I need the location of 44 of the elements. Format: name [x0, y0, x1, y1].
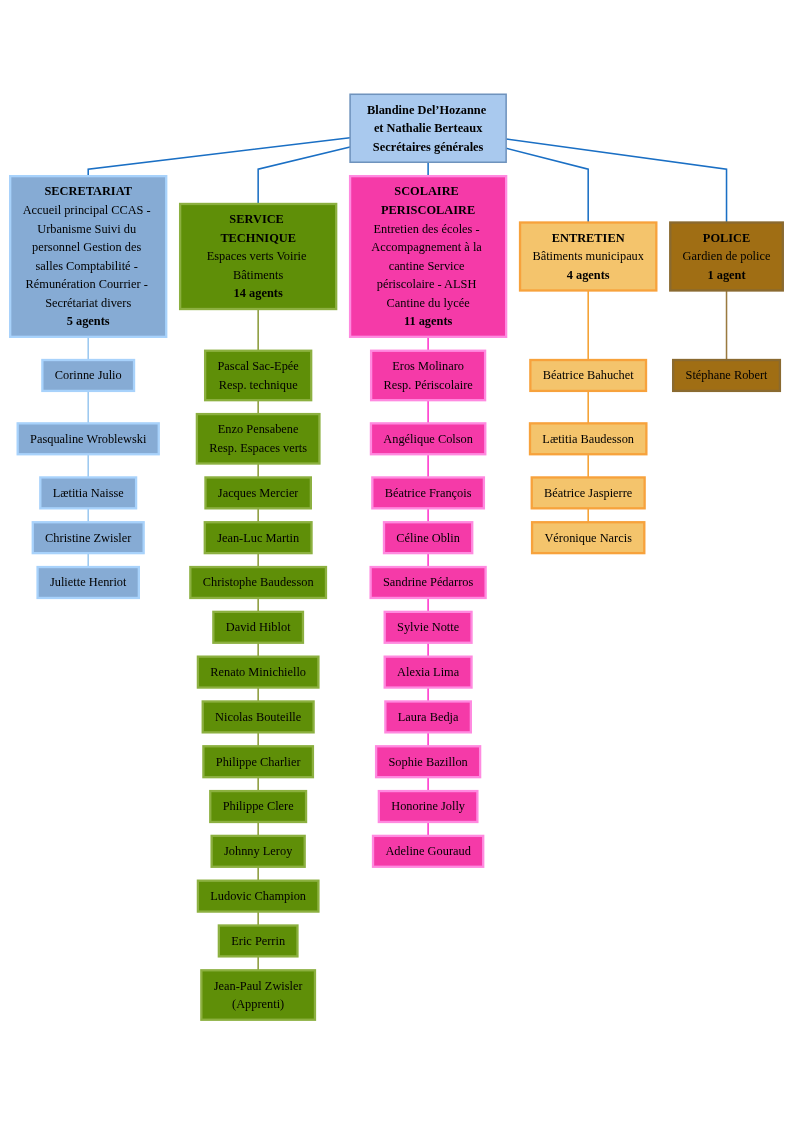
node-box: Stéphane Robert	[672, 358, 782, 393]
node-box: Jacques Mercier	[204, 476, 312, 510]
node-box: Nicolas Bouteille	[201, 700, 315, 734]
node-box: SECRETARIAT Accueil principal CCAS - Urbanisme Suivi du personnel Gestion des salles Comptabilité - Rémunération Courrier - Secrétariat divers 5 agents	[9, 175, 168, 338]
node-box: Eros Molinaro Resp. Périscolaire	[369, 349, 487, 402]
node-box: Juliette Henriot	[36, 565, 140, 600]
node-box: Béatrice François	[371, 476, 486, 510]
node-box: Sophie Bazillon	[374, 745, 482, 779]
connector	[87, 336, 89, 361]
connector	[427, 161, 429, 177]
node-box: SCOLAIRE PERISCOLAIRE Entretien des écoles - Accompagnement à la cantine Service périscolaire - ALSH Cantine du lycée 11 agents	[348, 175, 508, 338]
node-box: Angélique Colson	[369, 422, 487, 456]
node-box: SERVICE TECHNIQUE Espaces verts Voirie Bâtiments 14 agents	[178, 202, 338, 311]
node-box: Béatrice Jaspierre	[530, 476, 646, 510]
node-box: Adeline Gouraud	[371, 834, 485, 868]
node-box: Laura Bedja	[384, 700, 472, 734]
node-box: Véronique Narcis	[530, 521, 646, 555]
node-box: David Hiblot	[212, 610, 305, 644]
node-box: Pascal Sac-Epée Resp. technique	[203, 349, 313, 402]
node-box: Alexia Lima	[383, 655, 473, 689]
node-box: Sandrine Pédarros	[369, 565, 487, 600]
node-box: Sylvie Notte	[383, 610, 473, 644]
node-box: Christine Zwisler	[31, 521, 145, 555]
node-box: Ludovic Champion	[196, 879, 320, 913]
node-box: Pasqualine Wroblewski	[16, 422, 160, 456]
node-box: Corinne Julio	[41, 358, 136, 393]
node-box: Philippe Charlier	[202, 745, 315, 779]
node-box: Renato Minichiello	[196, 655, 320, 689]
node-box: ENTRETIEN Bâtiments municipaux 4 agents	[518, 221, 658, 292]
node-box: Johnny Leroy	[210, 834, 306, 868]
node-box: Béatrice Bahuchet	[529, 358, 648, 393]
node-box: Eric Perrin	[217, 924, 299, 958]
node-box: Honorine Jolly	[377, 789, 479, 824]
node-box: Blandine Del’Hozanne et Nathalie Berteaux Secrétaires générales	[349, 93, 507, 163]
node-box: Jean-Paul Zwisler (Apprenti)	[200, 969, 317, 1021]
node-box: POLICE Gardien de police 1 agent	[669, 221, 784, 292]
node-box: Lætitia Naisse	[39, 476, 138, 510]
node-box: Céline Oblin	[382, 521, 474, 555]
node-box: Philippe Clere	[209, 789, 308, 824]
connector	[87, 136, 351, 177]
node-box: Christophe Baudesson	[189, 565, 328, 600]
node-box: Enzo Pensabene Resp. Espaces verts	[195, 412, 321, 465]
node-box: Jean-Luc Martin	[203, 521, 313, 555]
node-box: Lætitia Baudesson	[528, 422, 648, 456]
